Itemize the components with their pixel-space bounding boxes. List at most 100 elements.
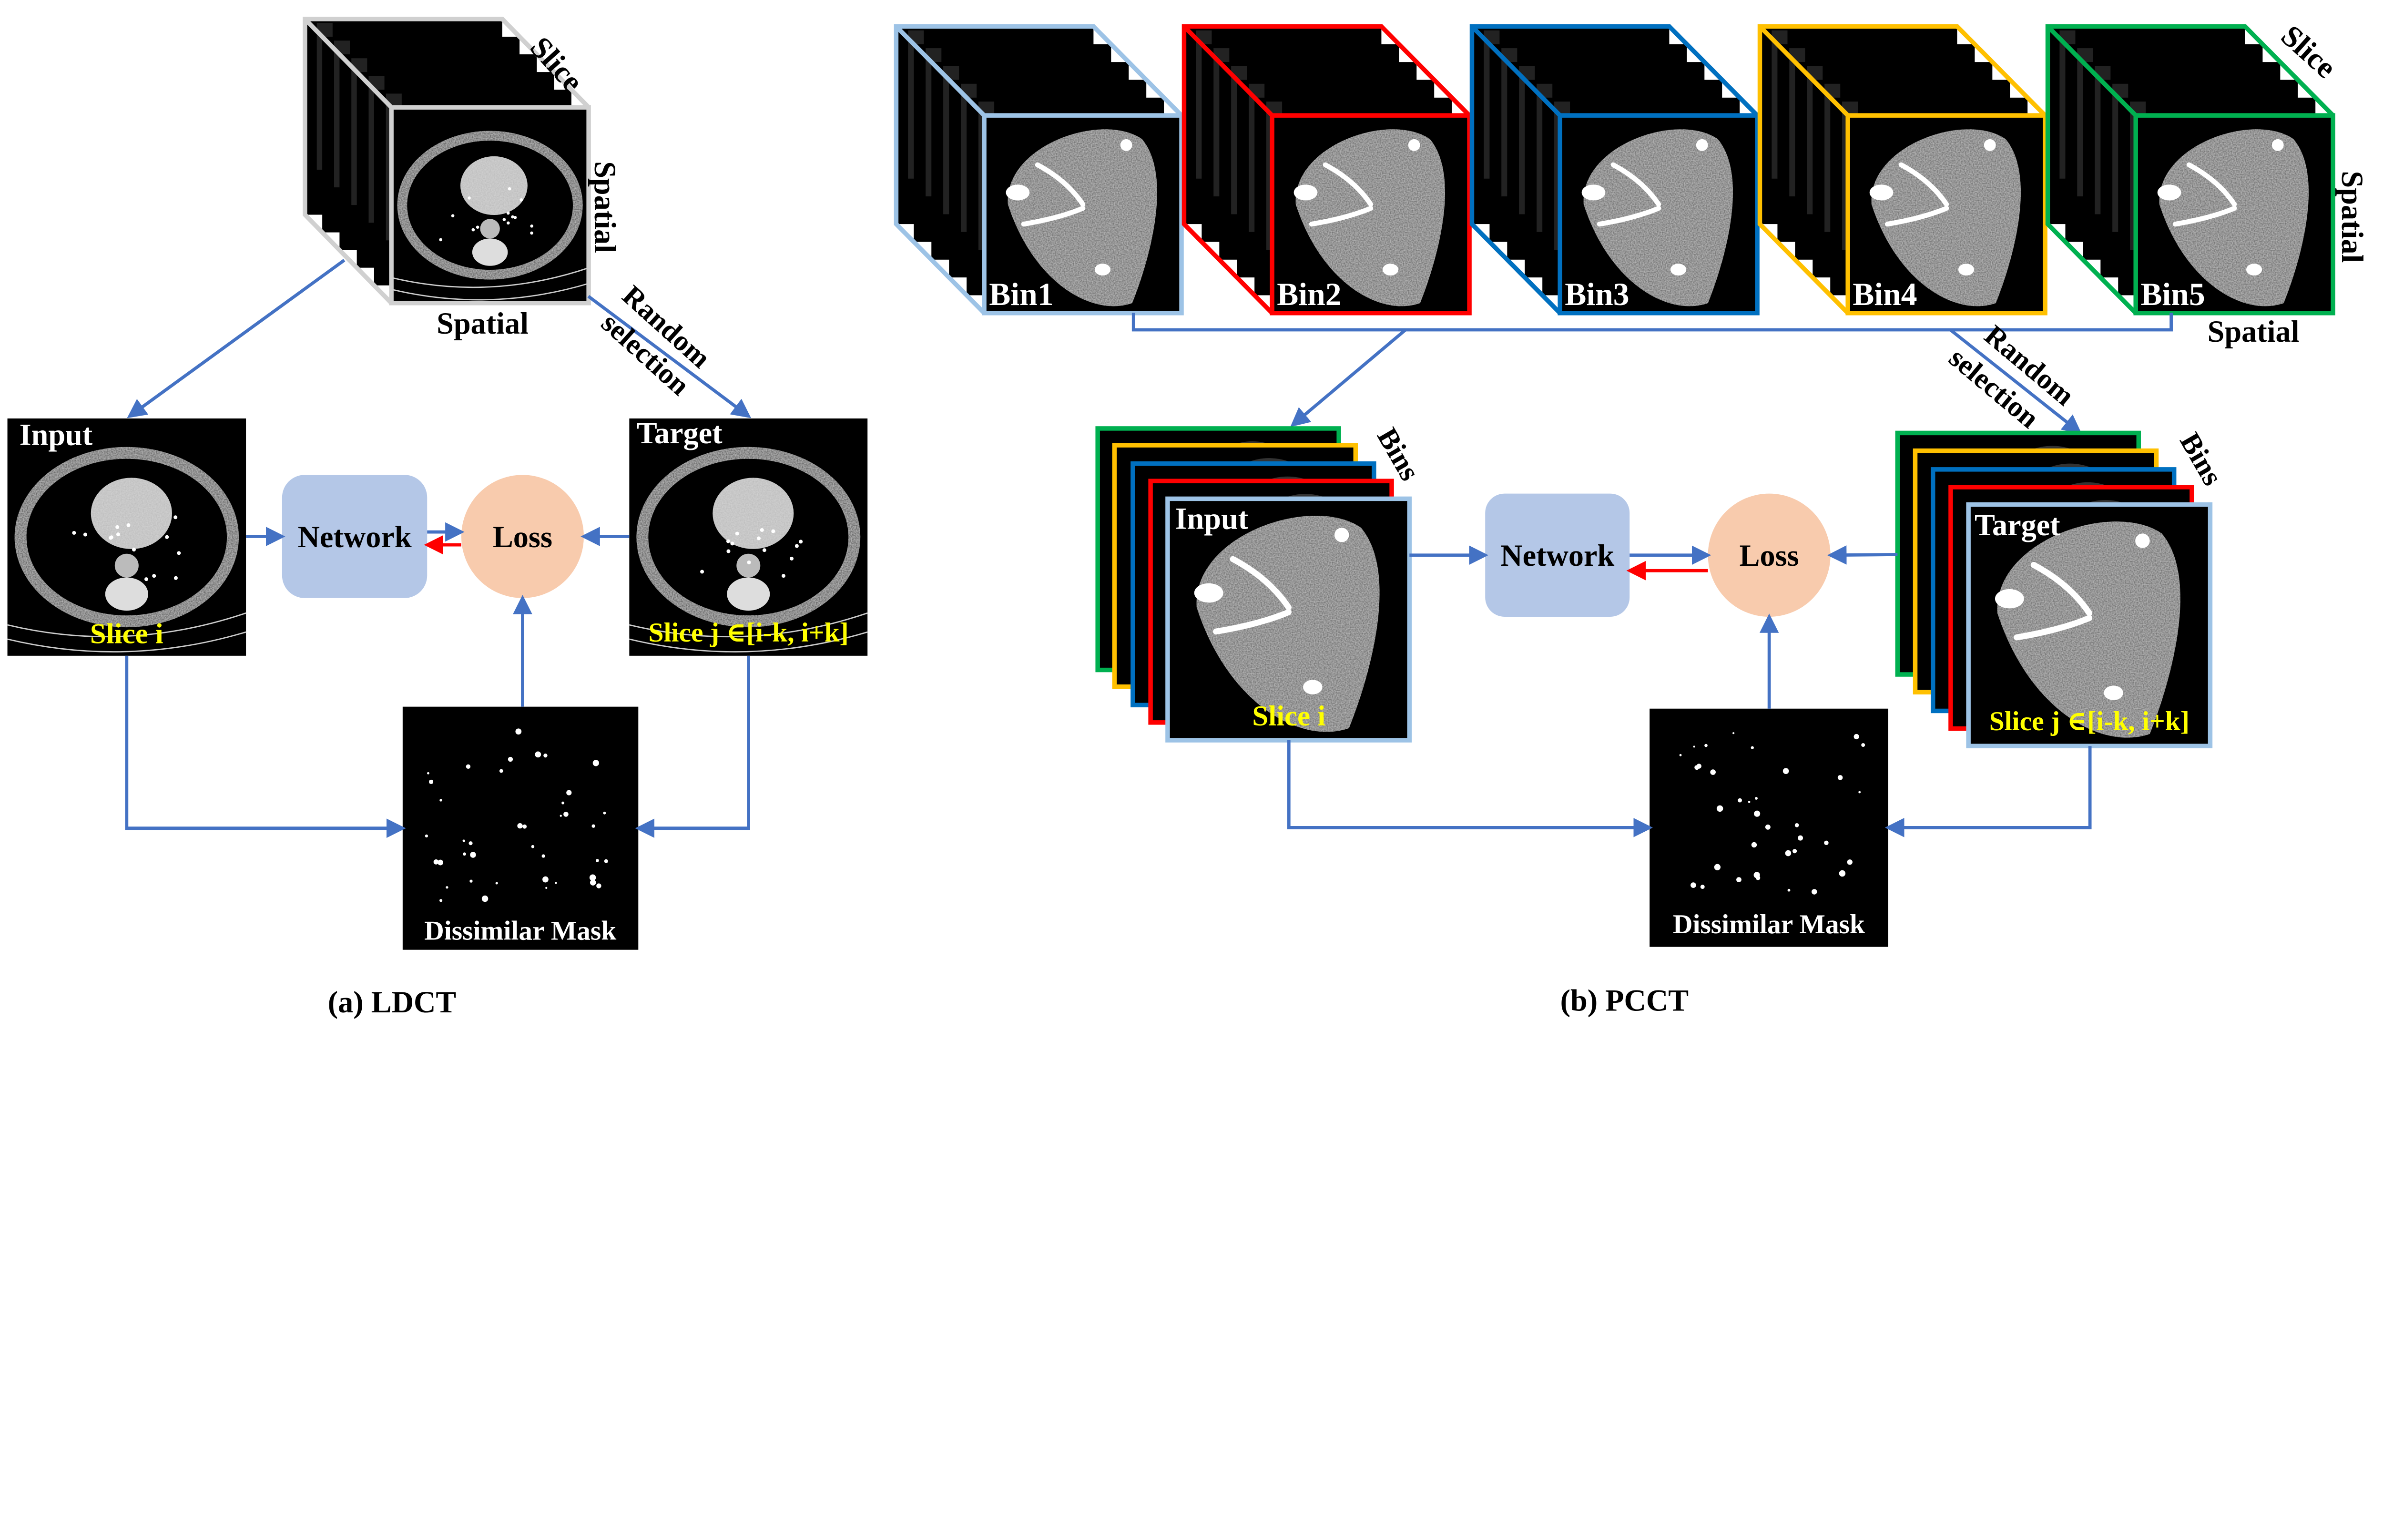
vessel <box>530 231 533 235</box>
mask-speck <box>438 859 443 866</box>
pcct-input-label: Input <box>1175 501 1249 535</box>
mask-speck <box>495 882 498 885</box>
bright-spot <box>1984 139 1996 151</box>
cube-front-face <box>2133 113 2335 316</box>
cube-edges <box>1181 24 1471 315</box>
vessel <box>451 214 455 217</box>
mask-speck <box>1839 870 1846 877</box>
vessel <box>790 556 794 561</box>
bone-line <box>1884 205 1949 227</box>
spine <box>727 577 770 611</box>
cube-front-face <box>982 113 1184 316</box>
aorta <box>480 219 500 239</box>
mask-speck <box>1714 864 1721 870</box>
arrow-target-to-mask <box>1884 746 2092 837</box>
pcct-target-label: Target <box>1975 508 2060 542</box>
vessel <box>781 574 785 578</box>
bins-bracket <box>1131 313 2173 332</box>
mask-speck <box>1794 823 1799 827</box>
vessel <box>116 532 120 537</box>
volume-cube <box>303 17 591 306</box>
bright-spot <box>1670 264 1687 276</box>
mask-speck <box>446 886 448 889</box>
ldct-input-label: Input <box>20 418 93 451</box>
cube-edges <box>303 17 591 305</box>
mask-speck <box>596 883 601 888</box>
mask-speck <box>439 899 443 902</box>
mask-speck <box>462 839 465 842</box>
vessel <box>508 187 511 191</box>
mask-speck <box>517 823 523 829</box>
volume-cube: Bin2 <box>1181 24 1472 316</box>
mask-speck <box>1700 885 1705 889</box>
bright-spot <box>1334 528 1349 542</box>
mask-speck <box>596 859 599 862</box>
volume-cube: Bin4 <box>1757 24 2047 316</box>
vessel <box>165 535 169 539</box>
mask-speck <box>469 879 473 883</box>
mask-speck <box>1755 797 1758 800</box>
mask-speck <box>470 852 476 858</box>
arrow-random-selection-to-target <box>1949 328 2082 434</box>
mask-speck <box>531 845 535 848</box>
vessel <box>799 540 803 544</box>
mask-speck <box>1837 775 1843 780</box>
network-block <box>1485 493 1630 617</box>
arrow-input-to-mask <box>125 655 406 838</box>
table-line <box>629 631 868 653</box>
tissue <box>1295 129 1445 306</box>
mask-speck <box>428 779 434 784</box>
bone-line <box>1035 162 1086 207</box>
bright-spot <box>1194 583 1223 603</box>
vessel <box>506 211 510 215</box>
pcct-ct-image <box>1560 115 1758 313</box>
vessel <box>513 216 517 219</box>
vessel <box>511 215 514 219</box>
tissue <box>1196 516 1380 732</box>
mask-speck <box>1782 768 1789 774</box>
bone-line <box>2030 561 2093 616</box>
arrow-volume-to-input <box>1290 328 1407 427</box>
pcct-ct-image <box>1968 504 2210 746</box>
bone-line <box>1021 205 1086 227</box>
mask-speck <box>1824 840 1829 846</box>
heart <box>713 478 794 549</box>
chest-ct-image <box>629 418 868 656</box>
ldct-loss-label: Loss <box>493 520 552 554</box>
ldct-caption: (a) LDCT <box>328 985 457 1019</box>
vessel <box>126 523 131 527</box>
mask-speck <box>1736 877 1741 882</box>
vessel <box>519 198 523 202</box>
mask-speck <box>1710 769 1716 775</box>
pcct-slice-axis-label: Slice <box>2275 19 2343 85</box>
cube-front-face <box>389 105 591 306</box>
loss-node <box>461 475 584 598</box>
vessel <box>530 224 534 228</box>
bright-spot <box>2135 533 2150 548</box>
mask-speck <box>1738 798 1742 803</box>
mask-speck <box>425 834 428 838</box>
pcct-input-bins-label: Bins <box>1371 423 1426 486</box>
bone-line <box>1230 556 1292 611</box>
mask-speck <box>545 887 548 889</box>
vessel <box>173 515 178 520</box>
mask-speck <box>1765 824 1771 830</box>
mask-speck <box>1787 888 1791 892</box>
vessel <box>152 574 156 578</box>
mask-speck <box>589 874 596 881</box>
mask-speck <box>515 728 522 735</box>
mask-speck <box>1785 850 1792 857</box>
vessel <box>109 536 113 540</box>
bright-spot <box>1995 589 2024 609</box>
tissue <box>1871 129 2021 306</box>
mask-speck <box>1751 746 1754 749</box>
cube-edges <box>1757 24 2047 315</box>
vessel <box>439 238 442 242</box>
pcct-ct-image <box>1848 115 2046 313</box>
mask-speck <box>427 772 429 775</box>
mask-speck <box>1755 876 1761 880</box>
arrow-target-to-mask <box>635 655 750 838</box>
vessel <box>726 539 730 543</box>
bone-line <box>1309 205 1374 227</box>
